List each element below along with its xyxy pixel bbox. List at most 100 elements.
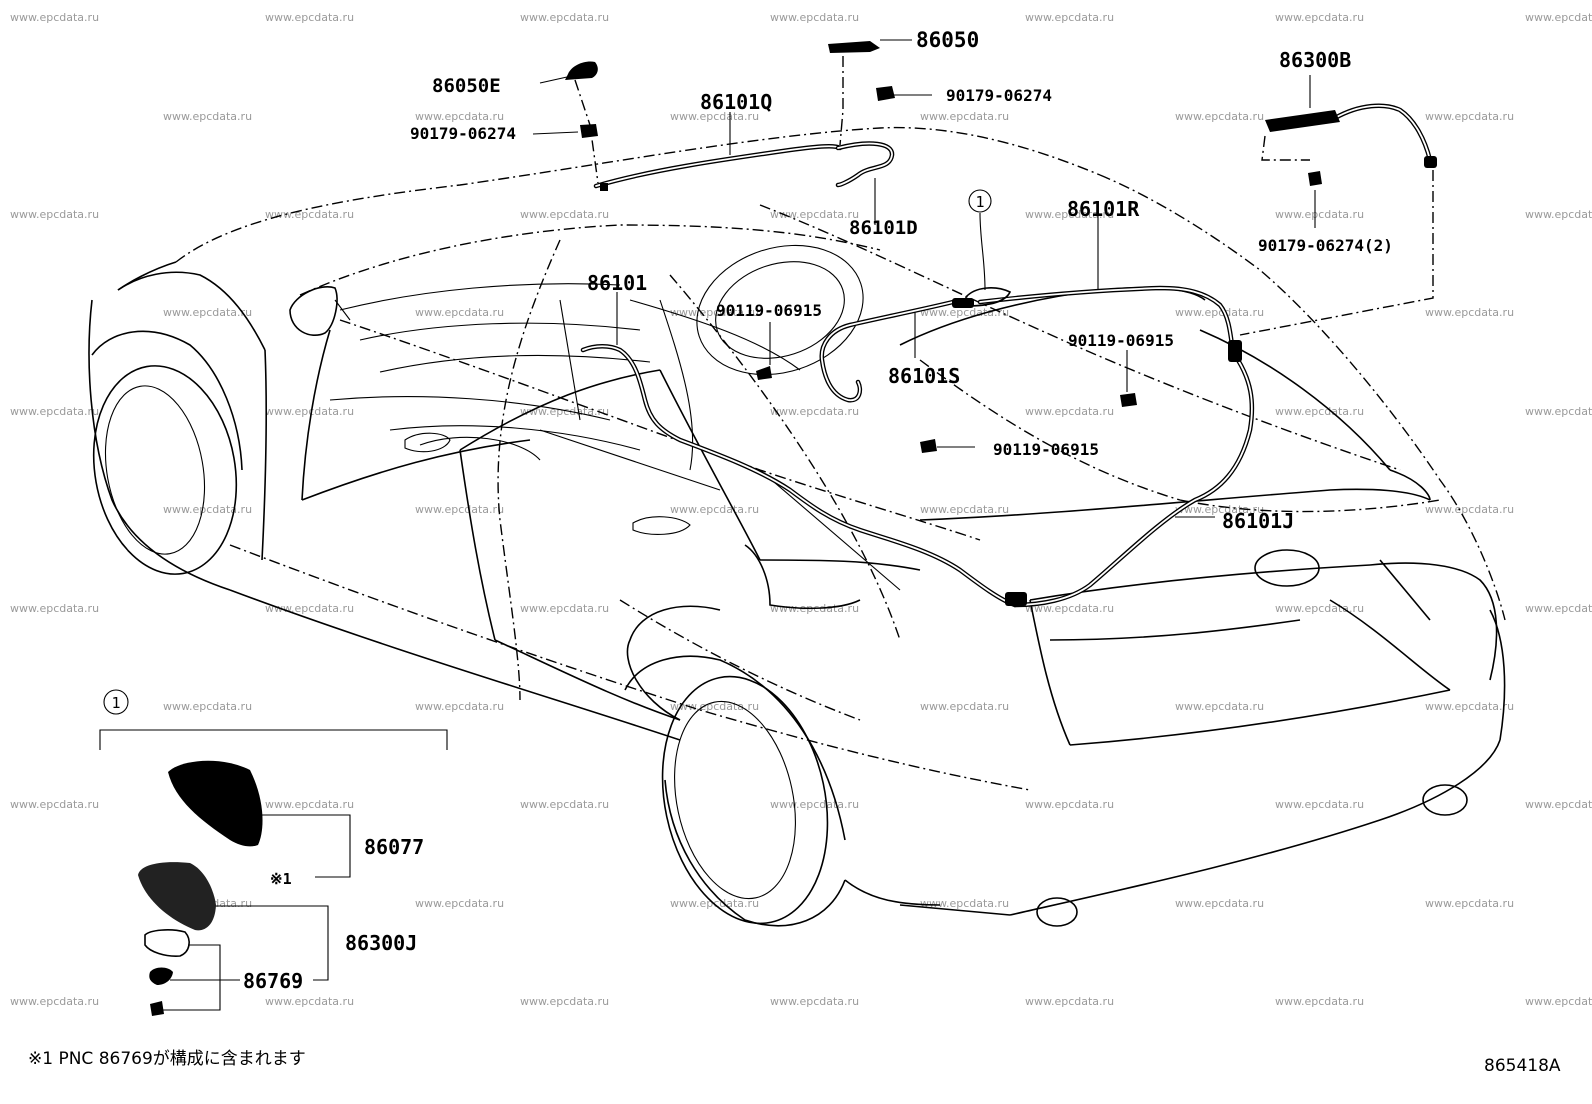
watermark: www.epcdata.ru	[1425, 700, 1514, 713]
watermark: www.epcdata.ru	[770, 995, 859, 1008]
watermark: www.epcdata.ru	[265, 405, 354, 418]
watermark: www.epcdata.ru	[770, 798, 859, 811]
watermark: www.epcdata.ru	[1525, 602, 1592, 615]
watermark: www.epcdata.ru	[770, 405, 859, 418]
label-86101J: 86101J	[1222, 509, 1294, 533]
label-86101S: 86101S	[888, 364, 960, 388]
watermark: www.epcdata.ru	[10, 208, 99, 221]
watermark: www.epcdata.ru	[1425, 306, 1514, 319]
callout-1-car-text: 1	[975, 193, 984, 211]
watermark: www.epcdata.ru	[670, 306, 759, 319]
callout-1-detail	[103, 689, 129, 715]
watermark: www.epcdata.ru	[1025, 995, 1114, 1008]
callout-1-detail-text: 1	[111, 694, 120, 712]
watermark: www.epcdata.ru	[520, 208, 609, 221]
amplifier-86300B-shape	[1265, 110, 1340, 132]
watermark: www.epcdata.ru	[1175, 700, 1264, 713]
antenna-cables	[580, 103, 1437, 608]
watermark: www.epcdata.ru	[520, 405, 609, 418]
label-90119-c: 90119-06915	[993, 440, 1099, 459]
label-90119-a: 90119-06915	[716, 301, 822, 320]
watermark: www.epcdata.ru	[415, 306, 504, 319]
label-ref-mark: ※1	[270, 870, 292, 888]
label-90179-top: 90179-06274	[946, 86, 1052, 105]
watermark: www.epcdata.ru	[1025, 602, 1114, 615]
footnote-text: ※1 PNC 86769が構成に含まれます	[28, 1049, 306, 1069]
watermark: www.epcdata.ru	[163, 503, 252, 516]
watermark: www.epcdata.ru	[415, 897, 504, 910]
watermark: www.epcdata.ru	[1525, 11, 1592, 24]
gasket-86769	[144, 929, 190, 957]
shark-fin-cover-86077	[168, 760, 263, 847]
watermark: www.epcdata.ru	[1175, 897, 1264, 910]
watermark: www.epcdata.ru	[1525, 995, 1592, 1008]
label-86300B: 86300B	[1279, 48, 1351, 72]
antenna-86050E-shape	[565, 61, 598, 80]
watermark: www.epcdata.ru	[770, 208, 859, 221]
watermark: www.epcdata.ru	[415, 503, 504, 516]
part-labels: 86050 86050E 86300B 86101Q 90179-06274 9…	[243, 28, 1393, 993]
label-90179-right: 90179-06274(2)	[1258, 236, 1393, 255]
watermark: www.epcdata.ru	[1025, 405, 1114, 418]
label-86101R: 86101R	[1067, 197, 1140, 221]
antenna-86050-shape	[828, 41, 880, 53]
label-90119-b: 90119-06915	[1068, 331, 1174, 350]
watermark: www.epcdata.ru	[163, 306, 252, 319]
watermark: www.epcdata.ru	[1025, 798, 1114, 811]
callout-circles: 1 1	[103, 189, 992, 715]
watermark: www.epcdata.ru	[520, 602, 609, 615]
watermark: www.epcdata.ru	[920, 110, 1009, 123]
antenna-base-86300J	[138, 862, 216, 931]
label-90179-left: 90179-06274	[410, 124, 516, 143]
callout-1-car	[968, 189, 992, 213]
watermark: www.epcdata.ru	[1425, 897, 1514, 910]
watermark: www.epcdata.ru	[1025, 11, 1114, 24]
label-86300J: 86300J	[345, 931, 417, 955]
watermark: www.epcdata.ru	[265, 11, 354, 24]
watermark: www.epcdata.ru	[265, 798, 354, 811]
watermark: www.epcdata.ru	[520, 995, 609, 1008]
watermark: www.epcdata.ru	[265, 995, 354, 1008]
watermark: www.epcdata.ru	[920, 700, 1009, 713]
watermark: www.epcdata.ru	[670, 503, 759, 516]
label-86077: 86077	[364, 835, 424, 859]
label-86101D: 86101D	[849, 217, 918, 239]
watermark: www.epcdata.ru	[920, 897, 1009, 910]
watermark: www.epcdata.ru	[1525, 798, 1592, 811]
label-86101Q: 86101Q	[700, 90, 772, 114]
watermark: www.epcdata.ru	[265, 208, 354, 221]
watermark: www.epcdata.ru	[1275, 405, 1364, 418]
watermark: www.epcdata.ru	[10, 11, 99, 24]
watermark: www.epcdata.ru	[1425, 110, 1514, 123]
detail-view-1	[138, 760, 263, 1016]
watermark: www.epcdata.ru	[520, 798, 609, 811]
watermark: www.epcdata.ru	[920, 503, 1009, 516]
antenna-parts	[565, 41, 1340, 453]
watermark: www.epcdata.ru	[10, 798, 99, 811]
watermark: www.epcdata.ru	[1275, 11, 1364, 24]
watermark: www.epcdata.ru	[1525, 208, 1592, 221]
leader-lines	[99, 39, 1434, 1011]
watermark-layer: www.epcdata.ru www.epcdata.ru www.epcdata.…	[10, 11, 1592, 1008]
watermark: www.epcdata.ru	[163, 110, 252, 123]
watermark: www.epcdata.ru	[1025, 208, 1114, 221]
watermark: www.epcdata.ru	[770, 11, 859, 24]
label-86050: 86050	[916, 28, 979, 52]
label-86101: 86101	[587, 271, 647, 295]
label-86769: 86769	[243, 969, 303, 993]
watermark: www.epcdata.ru	[1175, 503, 1264, 516]
watermark: www.epcdata.ru	[670, 110, 759, 123]
diagram-code: 865418A	[1484, 1056, 1561, 1076]
watermark: www.epcdata.ru	[1275, 995, 1364, 1008]
watermark: www.epcdata.ru	[1175, 306, 1264, 319]
watermark: www.epcdata.ru	[520, 11, 609, 24]
watermark: www.epcdata.ru	[920, 306, 1009, 319]
watermark: www.epcdata.ru	[1275, 798, 1364, 811]
label-86050E: 86050E	[432, 75, 501, 97]
watermark: www.epcdata.ru	[670, 700, 759, 713]
watermark: www.epcdata.ru	[1175, 110, 1264, 123]
watermark: www.epcdata.ru	[10, 995, 99, 1008]
watermark: www.epcdata.ru	[163, 700, 252, 713]
